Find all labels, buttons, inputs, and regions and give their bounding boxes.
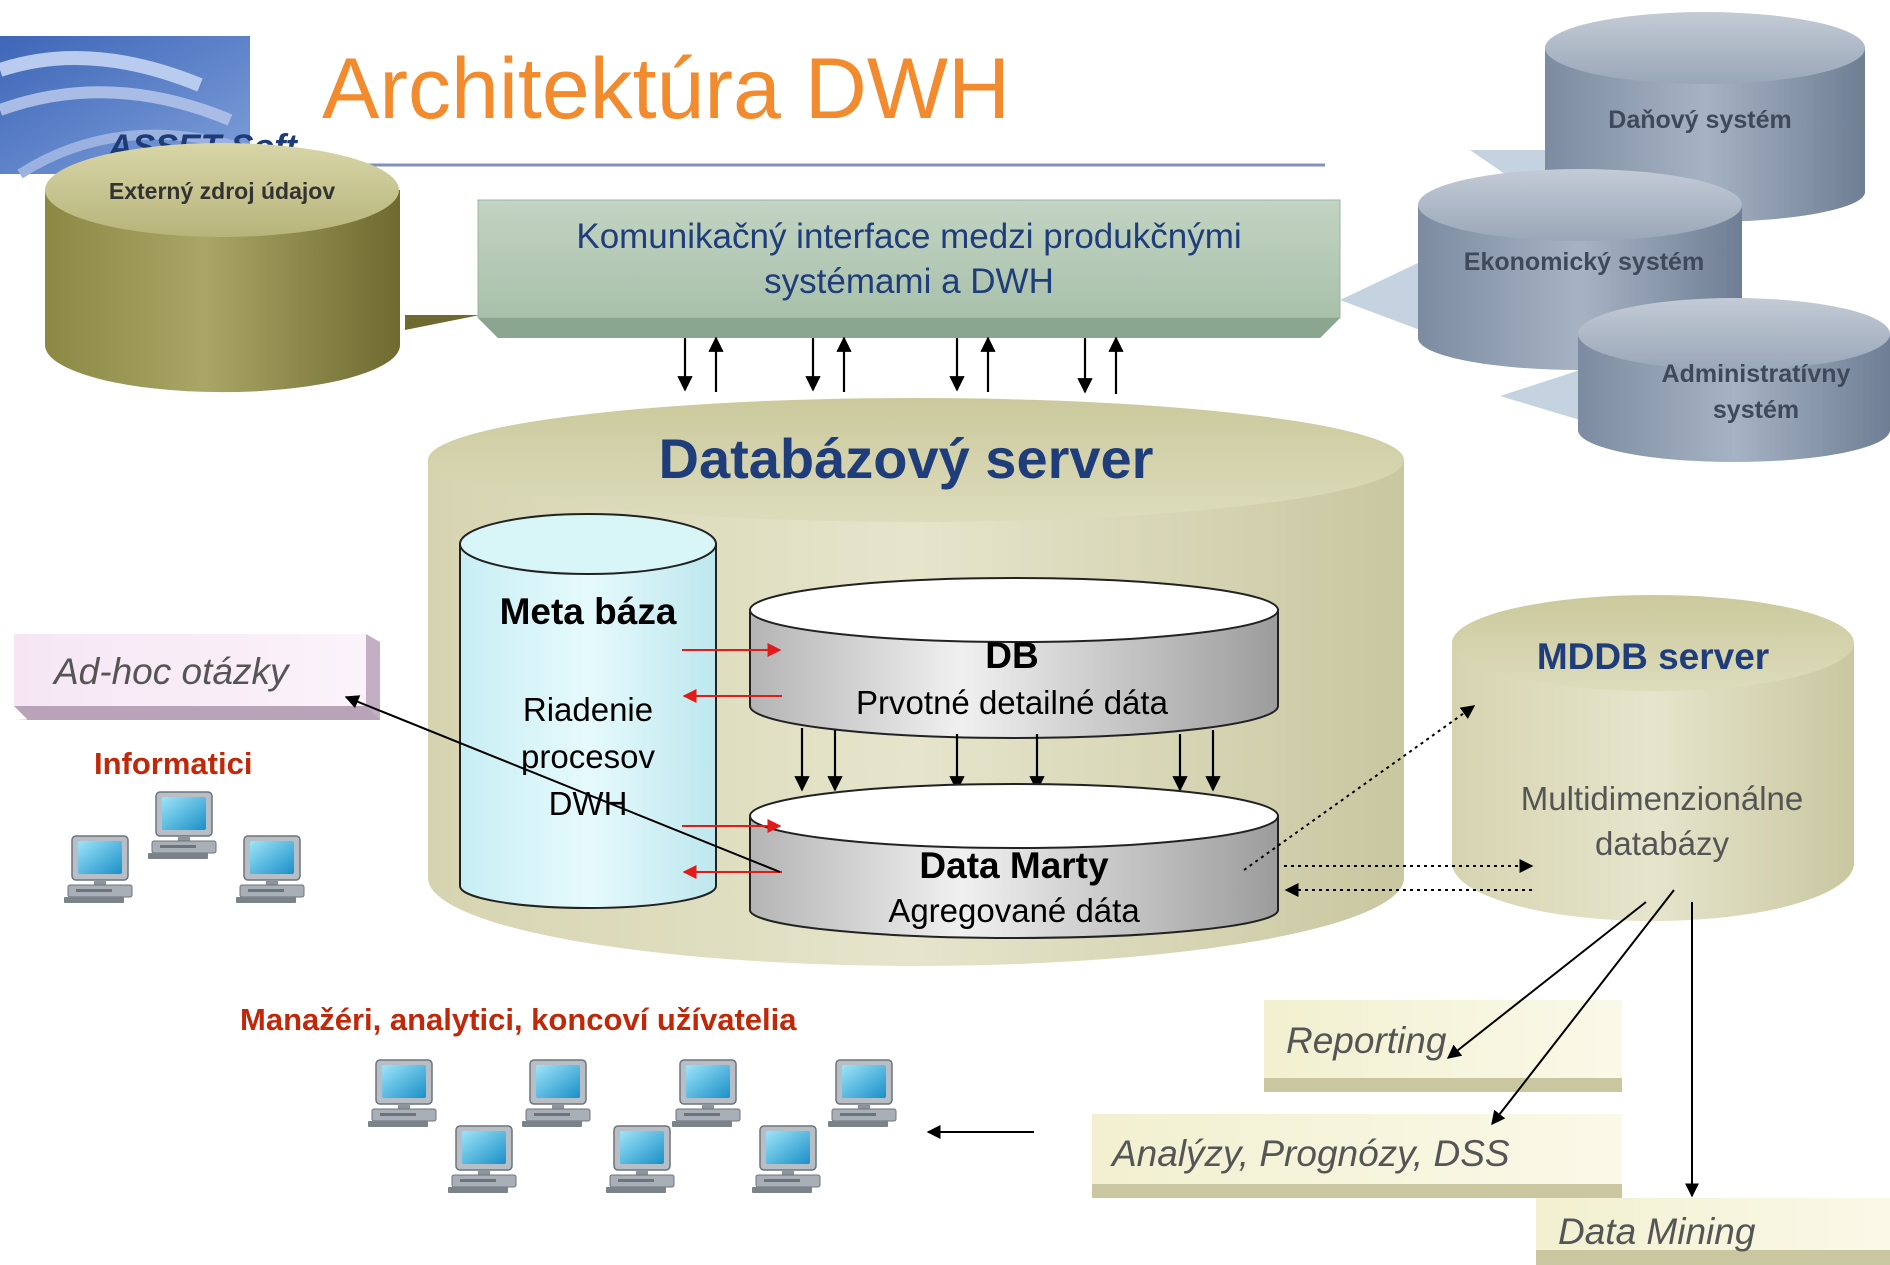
manager-computer-3-icon bbox=[671, 1059, 741, 1128]
tax-system-label: Daňový systém bbox=[1608, 106, 1791, 134]
manager-computer-6-icon bbox=[605, 1125, 675, 1194]
db-subtitle: Prvotné detailné dáta bbox=[856, 684, 1169, 721]
external-source-label: Externý zdroj údajov bbox=[109, 178, 335, 204]
admin-system-label-1: Administratívny bbox=[1662, 360, 1851, 388]
database-server-title: Databázový server bbox=[659, 427, 1154, 490]
analysis-box: Analýzy, Prognózy, DSS bbox=[1092, 1114, 1622, 1198]
meta-base-line-2: procesov bbox=[521, 738, 655, 775]
data-mining-box: Data Mining bbox=[1536, 1198, 1890, 1265]
interface-line-2: systémami a DWH bbox=[764, 262, 1054, 301]
meta-base-line-3: DWH bbox=[549, 785, 628, 822]
manager-computer-2-icon bbox=[521, 1059, 591, 1128]
manager-computer-4-icon bbox=[827, 1059, 897, 1128]
meta-red-arrows bbox=[682, 643, 782, 879]
interface-line-1: Komunikačný interface medzi produkčnými bbox=[576, 217, 1241, 256]
mddb-to-outputs-arrows bbox=[1446, 889, 1699, 1198]
mddb-server-cylinder: MDDB server Multidimenzionálne databázy bbox=[1452, 595, 1854, 921]
communication-interface: Komunikačný interface medzi produkčnými … bbox=[477, 199, 1341, 338]
data-mining-label: Data Mining bbox=[1558, 1211, 1756, 1252]
admin-system-cylinder: Administratívny systém bbox=[1578, 298, 1890, 462]
reporting-label: Reporting bbox=[1286, 1020, 1447, 1061]
it-computer-2-icon bbox=[63, 835, 133, 904]
tax-system-cylinder: Daňový systém bbox=[1545, 12, 1865, 222]
db-title: DB bbox=[985, 635, 1038, 676]
economic-system-label: Ekonomický systém bbox=[1464, 248, 1704, 276]
meta-base-cylinder: Meta báza Riadenie procesov DWH bbox=[459, 513, 717, 909]
it-computer-1-icon bbox=[147, 791, 217, 860]
meta-base-line-1: Riadenie bbox=[523, 691, 653, 728]
admin-system-label-2: systém bbox=[1713, 396, 1799, 424]
it-staff-label: Informatici bbox=[94, 746, 252, 781]
manager-computer-5-icon bbox=[447, 1125, 517, 1194]
slide-title: Architektúra DWH bbox=[322, 41, 1010, 137]
mddb-line-2: databázy bbox=[1595, 825, 1729, 862]
adhoc-box: Ad-hoc otázky bbox=[14, 634, 380, 720]
adhoc-label: Ad-hoc otázky bbox=[52, 651, 291, 692]
db-cylinder: DB Prvotné detailné dáta bbox=[749, 577, 1279, 739]
data-marts-title: Data Marty bbox=[919, 845, 1109, 886]
managers-label: Manažéri, analytici, koncoví užívatelia bbox=[240, 1002, 797, 1037]
reporting-box: Reporting bbox=[1264, 1000, 1622, 1092]
interface-server-arrows bbox=[677, 336, 1124, 394]
manager-computer-7-icon bbox=[751, 1125, 821, 1194]
external-source-cylinder: Externý zdroj údajov bbox=[45, 143, 480, 393]
manager-computer-1-icon bbox=[367, 1059, 437, 1128]
mddb-line-1: Multidimenzionálne bbox=[1521, 780, 1803, 817]
meta-base-title: Meta báza bbox=[500, 591, 677, 632]
db-to-marts-arrows bbox=[794, 728, 1221, 792]
marts-to-adhoc-arrow bbox=[344, 695, 781, 873]
data-marts-subtitle: Agregované dáta bbox=[888, 892, 1140, 929]
analysis-label: Analýzy, Prognózy, DSS bbox=[1110, 1133, 1510, 1174]
it-computer-3-icon bbox=[235, 835, 305, 904]
marts-mddb-dotted-arrows bbox=[1243, 705, 1534, 897]
mddb-title: MDDB server bbox=[1537, 636, 1769, 677]
data-marts-cylinder: Data Marty Agregované dáta bbox=[749, 783, 1279, 939]
